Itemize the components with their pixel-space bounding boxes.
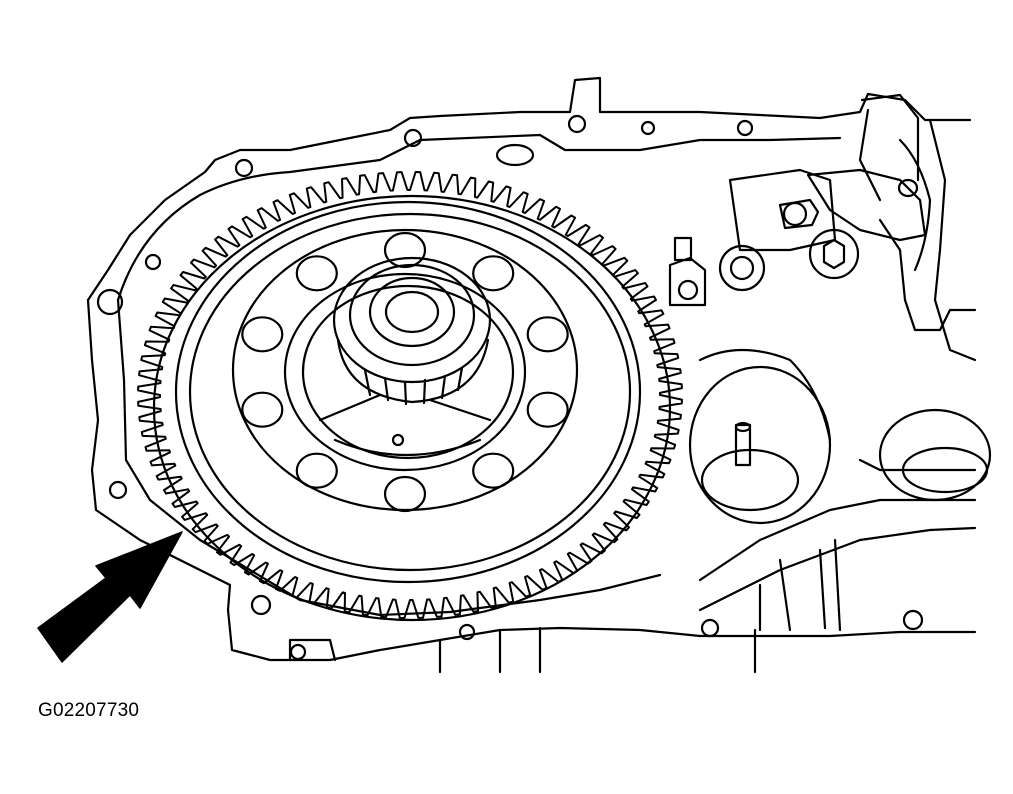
plug-boss xyxy=(718,244,766,292)
transmission-case xyxy=(86,76,977,674)
carrier-hole xyxy=(241,316,284,353)
bolt-hole xyxy=(567,114,587,134)
carrier-hole xyxy=(295,452,338,489)
bolt-hole xyxy=(458,623,476,641)
locating-pin xyxy=(734,423,752,467)
carrier-ring-inner xyxy=(283,272,527,472)
carrier-ring-inner-2 xyxy=(301,284,515,460)
locating-pin-top xyxy=(734,421,752,433)
plug-hex xyxy=(822,238,846,270)
bolt-hole xyxy=(250,594,272,616)
differential-assembly xyxy=(137,171,683,622)
bolt-hole xyxy=(108,480,128,500)
pin xyxy=(673,236,693,262)
side-bearing-outer xyxy=(332,256,492,384)
bearing-bore xyxy=(688,365,832,525)
carrier-holes xyxy=(241,231,569,513)
bolt-hole xyxy=(289,643,307,661)
side-bearing-inner xyxy=(368,276,456,348)
bolt-hole xyxy=(234,158,254,178)
bracket-hole xyxy=(897,178,919,198)
arrow-icon xyxy=(37,531,183,663)
ring-gear-face xyxy=(188,212,632,572)
side-bearing-race xyxy=(348,263,476,367)
bolt-hole xyxy=(700,618,720,638)
bolt-hole xyxy=(144,253,162,271)
plug-hex xyxy=(729,255,755,281)
carrier-hole xyxy=(383,231,427,269)
carrier-hole xyxy=(526,391,569,428)
bearing-rollers xyxy=(363,366,464,406)
figure-code: G02207730 xyxy=(38,700,140,721)
carrier-hole xyxy=(241,391,284,428)
dowel-pin xyxy=(782,201,808,227)
carrier-hole xyxy=(472,255,515,292)
bolt-hole xyxy=(96,288,124,316)
ring-gear-rim-lower xyxy=(152,194,672,622)
housing-bore-inner xyxy=(901,446,989,494)
carrier-hole xyxy=(383,475,427,513)
case-bolt-holes xyxy=(96,114,924,661)
bolt-hole xyxy=(403,128,423,148)
bolt-hole xyxy=(391,433,405,447)
carrier-hole xyxy=(526,316,569,353)
ring-gear-rim xyxy=(174,200,642,584)
bolt-hole xyxy=(495,143,535,167)
plug-boss xyxy=(808,228,860,280)
bolt-hole xyxy=(677,279,699,301)
carrier-hole xyxy=(295,255,338,292)
housing-bore xyxy=(878,408,992,502)
bolt-hole xyxy=(640,120,656,136)
bolt-hole xyxy=(902,609,924,631)
carrier-hole xyxy=(472,452,515,489)
side-bearing-bore xyxy=(384,290,440,334)
case-components xyxy=(668,93,992,525)
bolt-hole xyxy=(736,119,754,137)
